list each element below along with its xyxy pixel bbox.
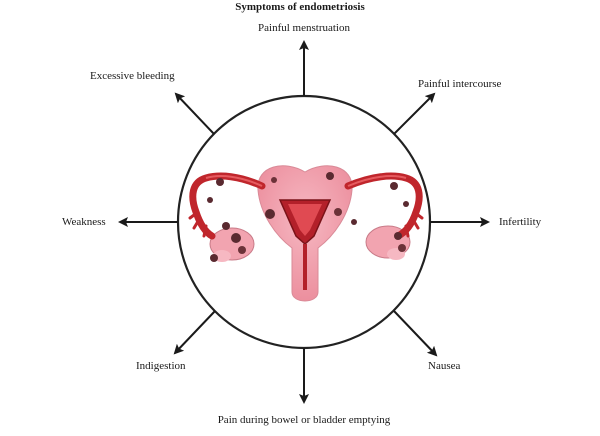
label-infertility: Infertility — [499, 216, 542, 228]
arrow-bottom-left — [173, 310, 216, 355]
diagram-title: Symptoms of endometriosis — [235, 1, 365, 13]
label-painful-menstruation: Painful menstruation — [258, 22, 350, 34]
label-indigestion: Indigestion — [136, 360, 186, 372]
arrow-top-right — [393, 92, 436, 135]
label-pain-bowel-bladder: Pain during bowel or bladder emptying — [217, 414, 391, 426]
uterus-illustration — [188, 165, 424, 302]
arrow-top-left — [174, 92, 215, 135]
label-excessive-bleeding: Excessive bleeding — [90, 70, 175, 82]
label-painful-intercourse: Painful intercourse — [418, 78, 502, 90]
label-weakness: Weakness — [62, 216, 106, 228]
arrow-bottom-right — [393, 310, 438, 357]
label-nausea: Nausea — [428, 360, 461, 372]
